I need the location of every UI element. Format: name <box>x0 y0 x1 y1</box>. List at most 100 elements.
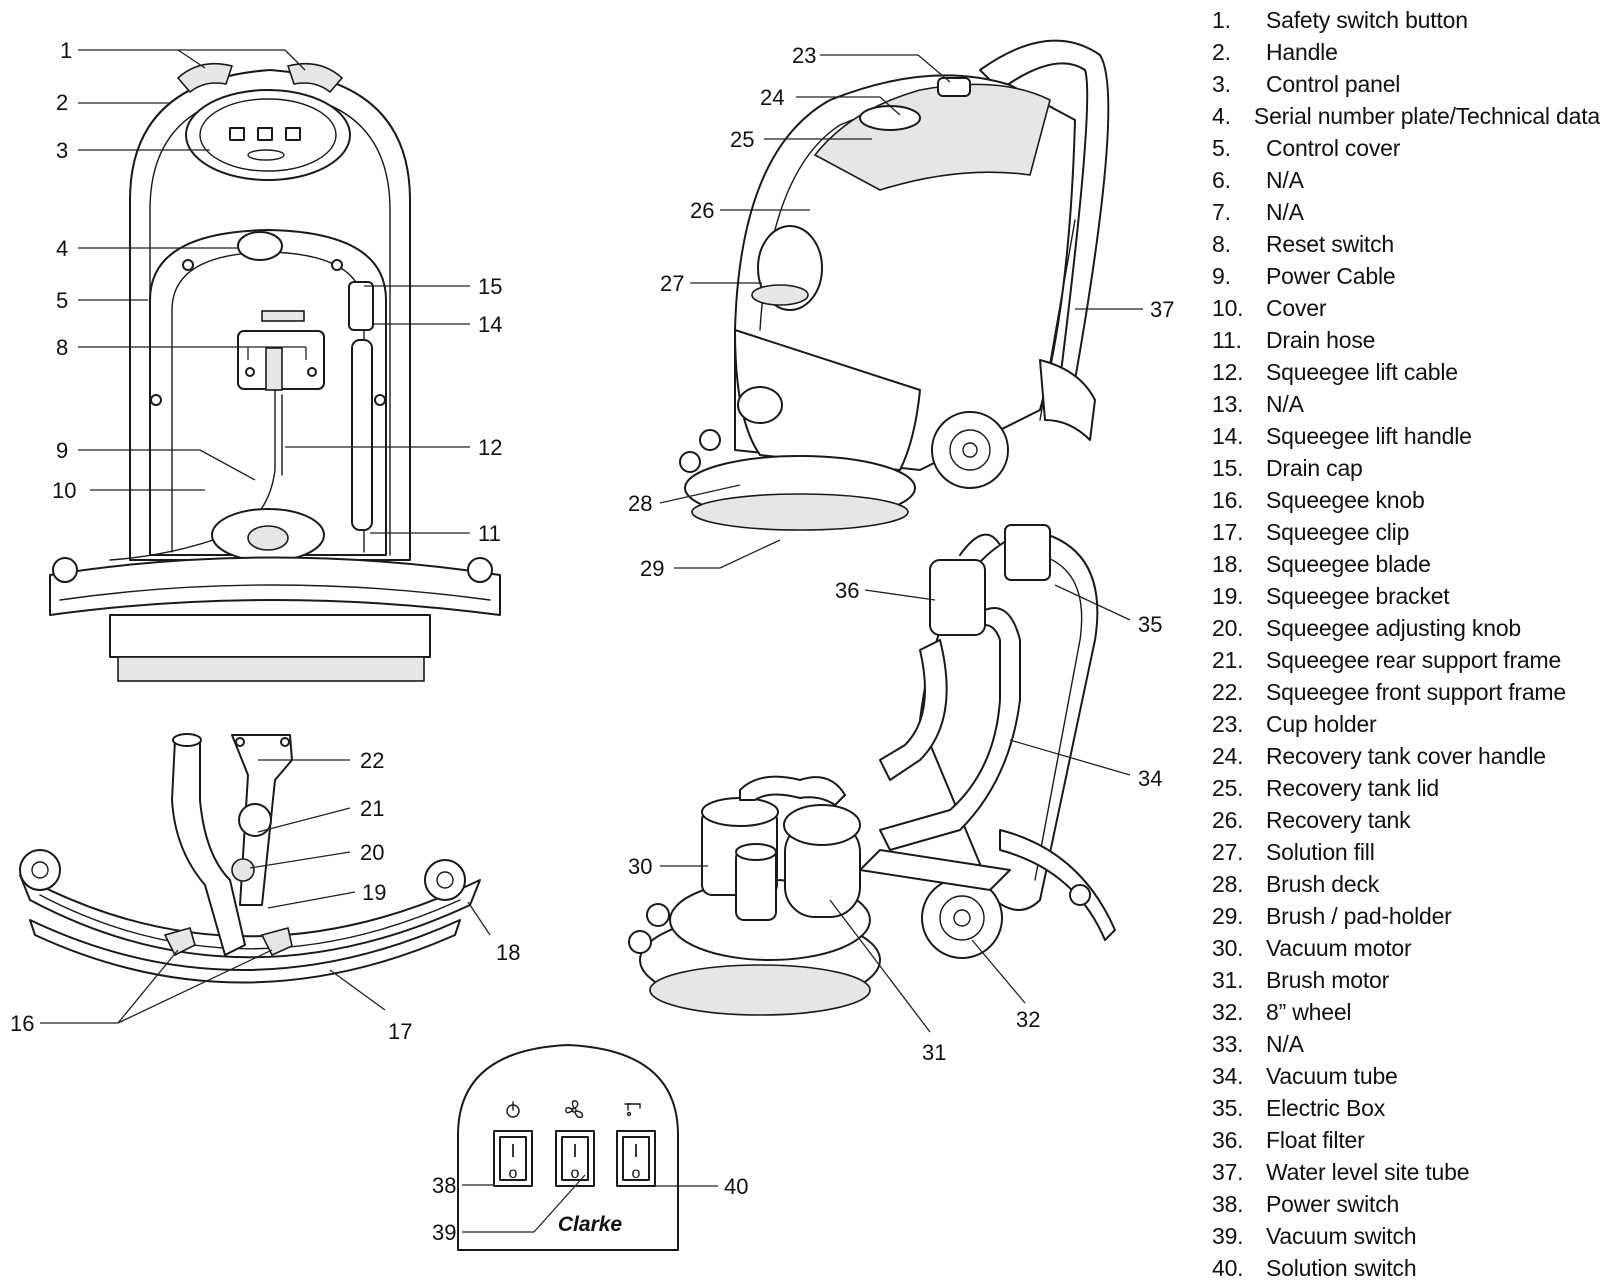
solution-switch-off-mark: o <box>632 1165 641 1182</box>
legend-number: 9. <box>1212 262 1231 289</box>
control-panel-detail: I o I o I o Clarke <box>457 1044 679 1251</box>
front-brush-bristles <box>117 656 425 682</box>
legend-number: 17. <box>1212 518 1244 545</box>
legend-number: 24. <box>1212 742 1244 769</box>
legend-item: 15.Drain cap <box>1212 452 1600 484</box>
legend-text: Recovery tank <box>1266 806 1411 833</box>
legend-number: 16. <box>1212 486 1244 513</box>
legend-item: 39.Vacuum switch <box>1212 1220 1600 1252</box>
callout-25: 25 <box>730 127 754 152</box>
legend-text: Drain hose <box>1266 326 1376 353</box>
legend-text: Float filter <box>1266 1126 1365 1153</box>
legend-text: Squeegee lift handle <box>1266 422 1472 449</box>
vacuum-tube-drawing <box>879 607 1021 851</box>
callout-2: 2 <box>56 90 68 115</box>
legend-text: N/A <box>1266 390 1304 417</box>
power-switch-on-mark: I <box>510 1141 515 1161</box>
legend-item: 8.Reset switch <box>1212 228 1600 260</box>
callout-32: 32 <box>1016 1007 1040 1032</box>
legend-text: Squeegee rear support frame <box>1266 646 1562 673</box>
legend-text: Vacuum tube <box>1266 1062 1398 1089</box>
legend-item: 29.Brush / pad-holder <box>1212 900 1600 932</box>
legend-item: 37.Water level site tube <box>1212 1156 1600 1188</box>
legend-item: 7.N/A <box>1212 196 1600 228</box>
legend-text: N/A <box>1266 1030 1304 1057</box>
legend-item: 4.Serial number plate/Technical data <box>1212 100 1600 132</box>
legend-item: 1.Safety switch button <box>1212 4 1600 36</box>
legend-text: Squeegee clip <box>1266 518 1410 545</box>
legend-text: Squeegee bracket <box>1266 582 1450 609</box>
drain-cap-drawing <box>348 281 374 331</box>
legend-item: 2.Handle <box>1212 36 1600 68</box>
callout-21: 21 <box>360 796 384 821</box>
legend-item: 10.Cover <box>1212 292 1600 324</box>
legend-item: 16. Squeegee knob <box>1212 484 1600 516</box>
legend-item: 25. Recovery tank lid <box>1212 772 1600 804</box>
legend-item: 21.Squeegee rear support frame <box>1212 644 1600 676</box>
callout-28: 28 <box>628 491 652 516</box>
legend-text: Recovery tank lid <box>1266 774 1440 801</box>
legend-number: 31. <box>1212 966 1244 993</box>
legend-item: 40.Solution switch <box>1212 1252 1600 1284</box>
callout-9: 9 <box>56 438 68 463</box>
legend-number: 22. <box>1212 678 1244 705</box>
callout-35: 35 <box>1138 612 1162 637</box>
legend-number: 19. <box>1212 582 1244 609</box>
legend-text: Power Cable <box>1266 262 1396 289</box>
legend-text: Brush motor <box>1266 966 1390 993</box>
squeegee-view-drawing <box>19 733 481 984</box>
legend-number: 26. <box>1212 806 1244 833</box>
callout-22: 22 <box>360 748 384 773</box>
legend-number: 1. <box>1212 6 1231 33</box>
legend-item: 28.Brush deck <box>1212 868 1600 900</box>
legend-number: 29. <box>1212 902 1244 929</box>
legend-item: 31. Brush motor <box>1212 964 1600 996</box>
legend-number: 32. <box>1212 998 1244 1025</box>
legend-item: 22.Squeegee front support frame <box>1212 676 1600 708</box>
callout-8: 8 <box>56 335 68 360</box>
legend-text: Squeegee adjusting knob <box>1266 614 1522 641</box>
callout-37: 37 <box>1150 297 1174 322</box>
callout-11: 11 <box>478 521 501 546</box>
callout-30: 30 <box>628 854 652 879</box>
legend-number: 14. <box>1212 422 1244 449</box>
electric-box-drawing <box>1004 524 1051 581</box>
legend-number: 39. <box>1212 1222 1244 1249</box>
legend-item: 9. Power Cable <box>1212 260 1600 292</box>
callout-31: 31 <box>922 1040 946 1065</box>
legend-text: Power switch <box>1266 1190 1400 1217</box>
legend-item: 30.Vacuum motor <box>1212 932 1600 964</box>
legend-number: 33. <box>1212 1030 1244 1057</box>
legend-item: 19. Squeegee bracket <box>1212 580 1600 612</box>
legend-text: Squeegee blade <box>1266 550 1431 577</box>
open-view-drawing <box>628 524 1116 1016</box>
legend-number: 25. <box>1212 774 1244 801</box>
safety-switch-button-left <box>176 62 234 94</box>
callout-39: 39 <box>432 1220 456 1245</box>
callout-23: 23 <box>792 43 816 68</box>
legend-text: Squeegee lift cable <box>1266 358 1458 385</box>
legend-text: Water level site tube <box>1266 1158 1470 1185</box>
serial-plate <box>237 231 283 261</box>
legend-text: Squeegee knob <box>1266 486 1425 513</box>
legend-item: 18.Squeegee blade <box>1212 548 1600 580</box>
callout-18: 18 <box>496 940 520 965</box>
callout-15: 15 <box>478 274 502 299</box>
callout-12: 12 <box>478 435 502 460</box>
legend-number: 12. <box>1212 358 1244 385</box>
vacuum-motor-drawing <box>701 797 779 827</box>
callout-5: 5 <box>56 288 68 313</box>
legend-number: 4. <box>1212 102 1231 129</box>
solution-switch-on-mark: I <box>633 1141 638 1161</box>
legend-number: 10. <box>1212 294 1244 321</box>
vacuum-switch-off-mark: o <box>571 1165 580 1182</box>
callout-19: 19 <box>362 880 386 905</box>
callout-20: 20 <box>360 840 384 865</box>
legend-text: Electric Box <box>1266 1094 1386 1121</box>
legend-number: 40. <box>1212 1254 1244 1281</box>
legend-number: 11. <box>1212 326 1242 353</box>
legend-item: 12. Squeegee lift cable <box>1212 356 1600 388</box>
callout-36: 36 <box>835 578 859 603</box>
callout-17: 17 <box>388 1019 412 1044</box>
